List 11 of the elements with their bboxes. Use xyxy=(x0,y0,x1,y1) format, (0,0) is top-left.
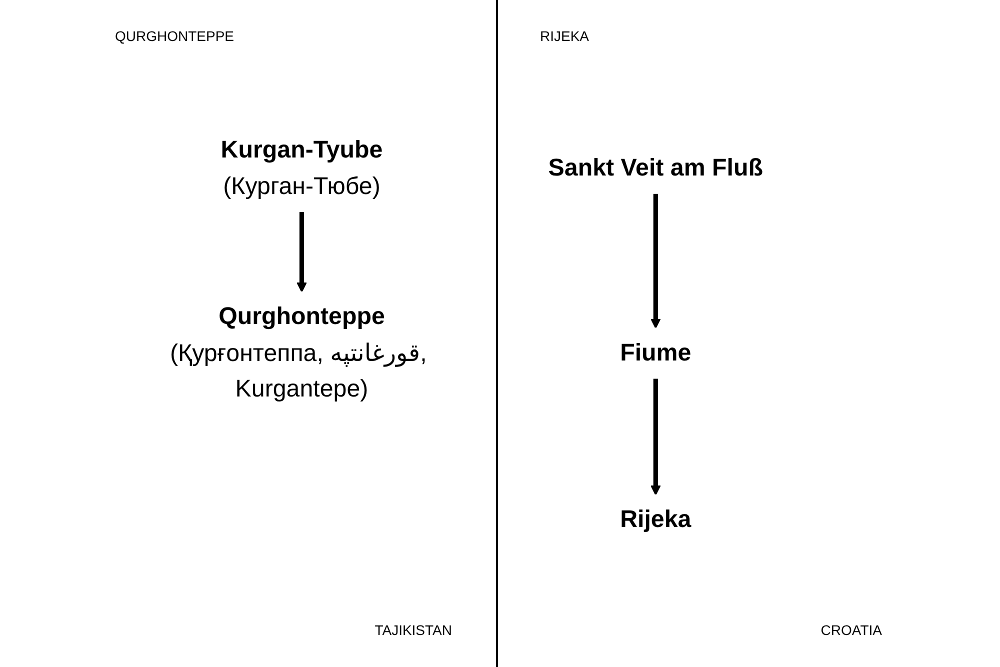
panel-heading: QURGHONTEPPE xyxy=(115,27,234,45)
arrow xyxy=(296,211,307,292)
country-label: CROATIA xyxy=(820,621,882,639)
arrow xyxy=(650,193,661,329)
node-text: Fiume xyxy=(620,340,692,366)
country-label: TAJIKISTAN xyxy=(374,621,452,639)
node-text: Rijeka xyxy=(620,506,692,533)
node-text: Sankt Veit am Fluß xyxy=(548,154,764,182)
node-text: Kurgan-Tyube (Курган-Тюбе) xyxy=(220,136,383,200)
panel-heading: RIJEKA xyxy=(540,27,590,45)
arrow xyxy=(650,378,661,496)
